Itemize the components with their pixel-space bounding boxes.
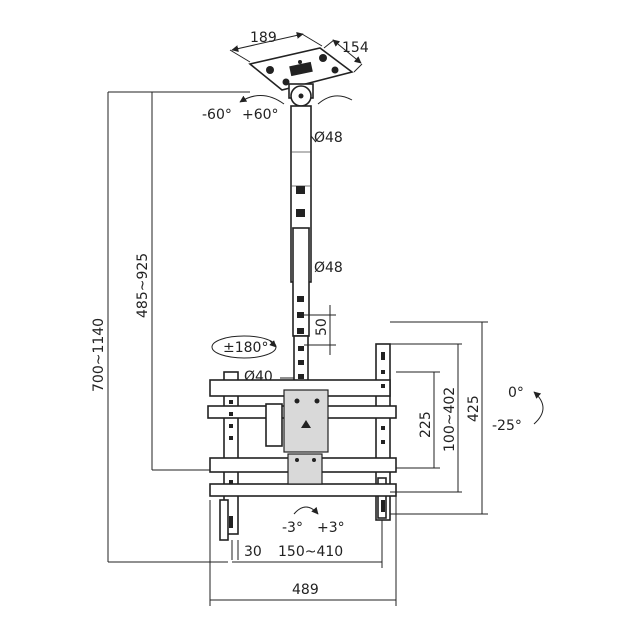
vesa-vertical-range-dimension: 100~402	[390, 343, 462, 493]
hole-spacing-label: 50	[314, 318, 330, 336]
frame-height-dimension: 425	[390, 321, 488, 515]
tilt-top-label: 0°	[508, 385, 524, 401]
vesa-horizontal-dimension: 150~410	[232, 520, 383, 568]
tilt-bottom-label: -25°	[492, 418, 522, 434]
plate-depth-label: 154	[342, 40, 369, 56]
swivel-neg-label: -60°	[202, 107, 232, 123]
pole-lower-diameter-label: Ø48	[314, 260, 343, 276]
rotation-label: ±180°	[223, 340, 268, 356]
vesa-vertical-dimension: 225	[396, 371, 440, 469]
frame-width-dimension: 489	[209, 496, 397, 606]
side-offset-dimension: 30	[231, 540, 262, 560]
height-inner-label: 485~925	[135, 253, 151, 318]
level-indicator: -3° +3°	[282, 506, 345, 536]
frame-width-label: 489	[292, 582, 319, 598]
tilt-indicator: 0° -25°	[492, 385, 544, 434]
pole-upper-diameter-label: Ø48	[314, 130, 343, 146]
height-outer-dimension: 700~1140	[91, 91, 250, 563]
swivel-pos-label: +60°	[242, 107, 279, 123]
frame-height-label: 425	[466, 395, 482, 422]
level-neg-label: -3°	[282, 520, 303, 536]
rotation-indicator: ±180°	[211, 335, 277, 359]
ceiling-plate	[248, 47, 354, 91]
plate-depth-dimension: 154	[323, 39, 369, 73]
pole-lower	[292, 227, 310, 393]
plate-width-dimension: 189	[229, 30, 323, 63]
vesa-vertical-inner-label: 225	[418, 411, 434, 438]
level-pos-label: +3°	[317, 520, 345, 536]
swivel-arrow: -60° +60°	[202, 95, 353, 123]
hole-spacing-dimension: 50	[304, 305, 336, 355]
plate-width-label: 189	[250, 30, 277, 46]
vesa-horizontal-range-label: 150~410	[278, 544, 343, 560]
side-offset-label: 30	[244, 544, 262, 560]
tv-bracket	[207, 343, 397, 541]
height-outer-label: 700~1140	[91, 318, 107, 392]
swivel-joint	[288, 83, 314, 107]
vesa-vertical-range-label: 100~402	[442, 387, 458, 452]
